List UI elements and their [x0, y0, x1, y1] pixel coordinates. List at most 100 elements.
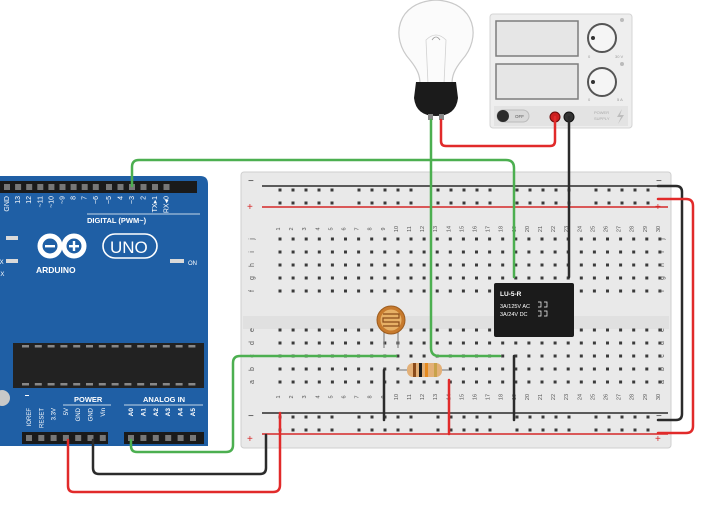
- rail-hole[interactable]: [528, 415, 532, 419]
- rail-hole[interactable]: [607, 415, 611, 419]
- breadboard-hole[interactable]: [540, 341, 544, 345]
- analog-pin-socket[interactable]: [152, 435, 159, 441]
- breadboard-hole[interactable]: [317, 367, 321, 371]
- breadboard[interactable]: − + − + − + − + 112233445566778899101011…: [240, 171, 672, 449]
- breadboard-hole[interactable]: [357, 237, 361, 241]
- breadboard-hole[interactable]: [619, 289, 623, 293]
- rail-hole[interactable]: [633, 201, 637, 205]
- breadboard-hole[interactable]: [304, 380, 308, 384]
- resistor[interactable]: [398, 363, 449, 377]
- breadboard-hole[interactable]: [317, 328, 321, 332]
- breadboard-hole[interactable]: [606, 289, 609, 293]
- breadboard-hole[interactable]: [396, 263, 400, 267]
- breadboard-hole[interactable]: [344, 341, 347, 345]
- rail-hole[interactable]: [475, 201, 479, 205]
- breadboard-hole[interactable]: [488, 276, 492, 280]
- breadboard-hole[interactable]: [357, 250, 361, 254]
- breadboard-hole[interactable]: [409, 250, 413, 254]
- breadboard-hole[interactable]: [619, 354, 623, 358]
- breadboard-hole[interactable]: [553, 276, 557, 280]
- breadboard-hole[interactable]: [409, 276, 413, 280]
- breadboard-hole[interactable]: [409, 289, 413, 293]
- breadboard-hole[interactable]: [501, 380, 505, 384]
- breadboard-hole[interactable]: [317, 341, 321, 345]
- breadboard-hole[interactable]: [579, 341, 583, 345]
- light-bulb[interactable]: [398, 0, 474, 120]
- breadboard-hole[interactable]: [370, 276, 374, 280]
- rail-hole[interactable]: [449, 415, 453, 419]
- rail-hole[interactable]: [436, 415, 440, 419]
- breadboard-hole[interactable]: [422, 289, 426, 293]
- breadboard-hole[interactable]: [291, 250, 295, 254]
- voltage-knob[interactable]: [587, 23, 617, 53]
- breadboard-hole[interactable]: [291, 289, 295, 293]
- rail-hole[interactable]: [620, 201, 624, 205]
- breadboard-hole[interactable]: [475, 263, 478, 267]
- breadboard-hole[interactable]: [527, 263, 531, 267]
- rail-hole[interactable]: [436, 188, 440, 192]
- rail-hole[interactable]: [620, 188, 624, 192]
- breadboard-hole[interactable]: [527, 250, 531, 254]
- breadboard-hole[interactable]: [409, 380, 413, 384]
- rail-hole[interactable]: [488, 201, 492, 205]
- breadboard-hole[interactable]: [317, 250, 321, 254]
- breadboard-hole[interactable]: [383, 289, 387, 293]
- rail-hole[interactable]: [541, 428, 545, 432]
- rail-hole[interactable]: [357, 201, 361, 205]
- rail-hole[interactable]: [488, 415, 492, 419]
- breadboard-hole[interactable]: [475, 341, 478, 345]
- breadboard-hole[interactable]: [291, 328, 295, 332]
- breadboard-hole[interactable]: [278, 237, 282, 241]
- breadboard-hole[interactable]: [435, 276, 439, 280]
- rail-hole[interactable]: [317, 188, 321, 192]
- breadboard-hole[interactable]: [383, 276, 387, 280]
- digital-pin-socket[interactable]: [4, 184, 10, 190]
- power-pin-socket[interactable]: [62, 435, 69, 441]
- breadboard-hole[interactable]: [592, 341, 596, 345]
- breadboard-hole[interactable]: [317, 276, 321, 280]
- rail-hole[interactable]: [291, 201, 295, 205]
- breadboard-hole[interactable]: [501, 237, 505, 241]
- breadboard-hole[interactable]: [396, 250, 400, 254]
- rail-hole[interactable]: [475, 188, 479, 192]
- breadboard-hole[interactable]: [501, 250, 505, 254]
- rail-hole[interactable]: [462, 188, 466, 192]
- breadboard-hole[interactable]: [553, 367, 557, 371]
- breadboard-hole[interactable]: [606, 276, 609, 280]
- breadboard-hole[interactable]: [304, 237, 308, 241]
- breadboard-hole[interactable]: [579, 250, 583, 254]
- breadboard-hole[interactable]: [619, 276, 623, 280]
- rail-hole[interactable]: [396, 201, 400, 205]
- breadboard-hole[interactable]: [409, 328, 413, 332]
- breadboard-hole[interactable]: [527, 237, 531, 241]
- breadboard-hole[interactable]: [553, 354, 557, 358]
- breadboard-hole[interactable]: [475, 276, 478, 280]
- breadboard-hole[interactable]: [645, 276, 649, 280]
- breadboard-hole[interactable]: [278, 250, 282, 254]
- breadboard-hole[interactable]: [475, 367, 478, 371]
- breadboard-hole[interactable]: [304, 263, 308, 267]
- rail-hole[interactable]: [488, 428, 492, 432]
- breadboard-hole[interactable]: [278, 263, 282, 267]
- breadboard-hole[interactable]: [330, 367, 334, 371]
- breadboard-hole[interactable]: [461, 263, 465, 267]
- power-pin-socket[interactable]: [75, 435, 82, 441]
- breadboard-hole[interactable]: [291, 276, 295, 280]
- rail-hole[interactable]: [475, 428, 479, 432]
- breadboard-hole[interactable]: [357, 263, 361, 267]
- rail-hole[interactable]: [594, 428, 598, 432]
- digital-pin-socket[interactable]: [81, 184, 88, 190]
- wire-red-gnd-rail[interactable]: [66, 411, 282, 494]
- breadboard-hole[interactable]: [370, 263, 374, 267]
- breadboard-hole[interactable]: [344, 263, 347, 267]
- breadboard-hole[interactable]: [645, 263, 649, 267]
- breadboard-hole[interactable]: [422, 354, 426, 358]
- rail-hole[interactable]: [278, 201, 282, 205]
- breadboard-hole[interactable]: [396, 289, 400, 293]
- breadboard-hole[interactable]: [422, 341, 426, 345]
- rail-hole[interactable]: [488, 188, 492, 192]
- breadboard-hole[interactable]: [579, 276, 583, 280]
- digital-pin-socket[interactable]: [152, 184, 158, 190]
- rail-hole[interactable]: [317, 415, 321, 419]
- breadboard-hole[interactable]: [488, 289, 492, 293]
